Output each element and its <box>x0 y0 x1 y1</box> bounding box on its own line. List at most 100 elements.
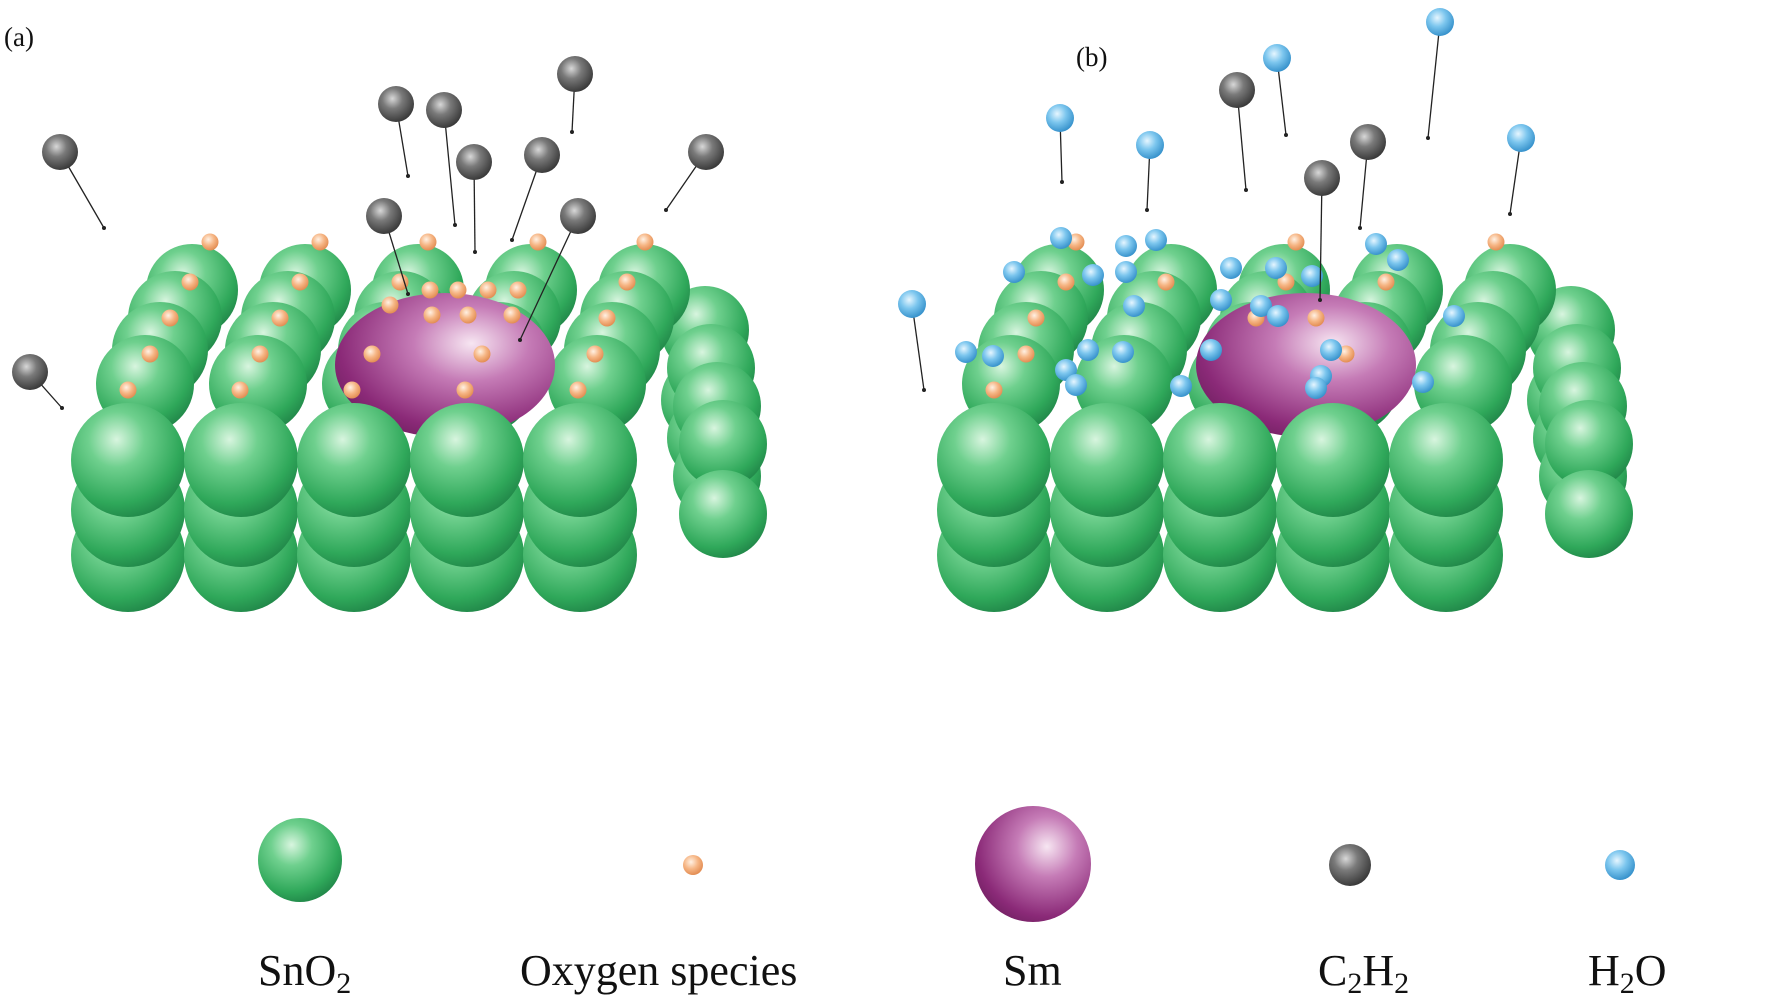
oxygen-species <box>985 381 1003 399</box>
sm-particle <box>1196 293 1416 437</box>
panel-label-b: (b) <box>1076 42 1107 72</box>
adsorbed-h2o <box>1387 249 1409 271</box>
legend-sno2-label: SnO2 <box>258 946 351 1000</box>
h2o-molecule <box>1426 8 1454 140</box>
oxygen-species <box>1017 345 1035 363</box>
c2h2-molecule <box>557 56 593 134</box>
adsorbed-h2o <box>1145 229 1167 251</box>
oxygen-species <box>459 306 477 324</box>
c2h2-molecule <box>366 198 410 296</box>
sno2-sphere-front <box>1163 403 1277 517</box>
oxygen-species <box>251 345 269 363</box>
adsorbed-h2o <box>1267 305 1289 327</box>
oxygen-species <box>419 233 437 251</box>
oxygen-species <box>598 309 616 327</box>
adsorbed-h2o <box>1200 339 1222 361</box>
c2h2-molecule <box>1219 72 1255 192</box>
c2h2-molecule <box>42 134 106 230</box>
adsorbed-h2o <box>1170 375 1192 397</box>
sno2-sphere-side <box>1545 470 1633 558</box>
adsorbed-h2o <box>1115 235 1137 257</box>
oxygen-species <box>569 381 587 399</box>
h2o-molecule <box>898 290 926 392</box>
sno2-sphere-front <box>184 403 298 517</box>
oxygen-species <box>231 381 249 399</box>
adsorbed-h2o <box>1123 295 1145 317</box>
adsorbed-h2o <box>982 345 1004 367</box>
oxygen-species <box>473 345 491 363</box>
sno2-sphere-side <box>679 400 767 488</box>
adsorbed-h2o <box>1082 264 1104 286</box>
legend-sm-icon <box>975 806 1091 922</box>
sno2-sphere-front <box>71 403 185 517</box>
adsorbed-h2o <box>1210 289 1232 311</box>
panel-label-a: (a) <box>4 22 34 52</box>
legend-sno2-icon <box>258 818 342 902</box>
legend-c2h2-label: C2H2 <box>1318 946 1409 1000</box>
h2o-molecule <box>1136 131 1164 212</box>
oxygen-species <box>529 233 547 251</box>
legend-h2o-icon <box>1605 850 1635 880</box>
sno2-sphere-front <box>410 403 524 517</box>
oxygen-species <box>456 381 474 399</box>
legend-sm-label: Sm <box>1003 946 1062 995</box>
legend-oxygen-icon <box>683 855 703 875</box>
oxygen-species <box>1277 273 1295 291</box>
adsorbed-h2o <box>1077 339 1099 361</box>
c2h2-molecule <box>426 92 462 227</box>
legend-h2o-label: H2O <box>1588 946 1667 1000</box>
adsorbed-h2o <box>1250 295 1272 317</box>
oxygen-species <box>161 309 179 327</box>
c2h2-molecule <box>378 86 414 178</box>
h2o-molecule <box>1507 124 1535 216</box>
oxygen-species <box>363 345 381 363</box>
oxygen-species <box>119 381 137 399</box>
oxygen-species <box>636 233 654 251</box>
panel-b-surface <box>898 8 1633 612</box>
sno2-sphere-side <box>1545 400 1633 488</box>
oxygen-species <box>271 309 289 327</box>
oxygen-species <box>618 273 636 291</box>
oxygen-species <box>1377 273 1395 291</box>
oxygen-species <box>311 233 329 251</box>
adsorbed-h2o <box>1412 371 1434 393</box>
adsorbed-h2o <box>1050 227 1072 249</box>
c2h2-molecule <box>1350 124 1386 230</box>
oxygen-species <box>381 296 399 314</box>
oxygen-species <box>1307 309 1325 327</box>
oxygen-species <box>423 306 441 324</box>
oxygen-species <box>479 281 497 299</box>
legend-c2h2-icon <box>1329 844 1371 886</box>
adsorbed-h2o <box>1115 261 1137 283</box>
adsorbed-h2o <box>1320 339 1342 361</box>
sno2-sphere-side <box>679 470 767 558</box>
sno2-sphere-front <box>1389 403 1503 517</box>
oxygen-species <box>343 381 361 399</box>
oxygen-species <box>509 281 527 299</box>
oxygen-species <box>1487 233 1505 251</box>
oxygen-species <box>503 306 521 324</box>
panel-a-surface <box>12 56 767 612</box>
oxygen-species <box>1157 273 1175 291</box>
oxygen-species <box>1027 309 1045 327</box>
oxygen-species <box>1287 233 1305 251</box>
sno2-sphere-front <box>297 403 411 517</box>
oxygen-species <box>391 273 409 291</box>
oxygen-species <box>1057 273 1075 291</box>
adsorbed-h2o <box>1112 341 1134 363</box>
adsorbed-h2o <box>955 341 977 363</box>
oxygen-species <box>181 273 199 291</box>
c2h2-molecule <box>456 144 492 254</box>
oxygen-species <box>586 345 604 363</box>
legend: SnO2 Oxygen species Sm C2H2 H2O <box>258 806 1667 1000</box>
adsorbed-h2o <box>1220 257 1242 279</box>
legend-oxygen-label: Oxygen species <box>520 946 797 995</box>
oxygen-species <box>141 345 159 363</box>
sno2-sphere-front <box>523 403 637 517</box>
adsorbed-h2o <box>1065 374 1087 396</box>
adsorbed-h2o <box>1365 233 1387 255</box>
c2h2-molecule <box>518 198 596 342</box>
c2h2-molecule <box>1304 160 1340 302</box>
adsorbed-h2o <box>1301 265 1323 287</box>
